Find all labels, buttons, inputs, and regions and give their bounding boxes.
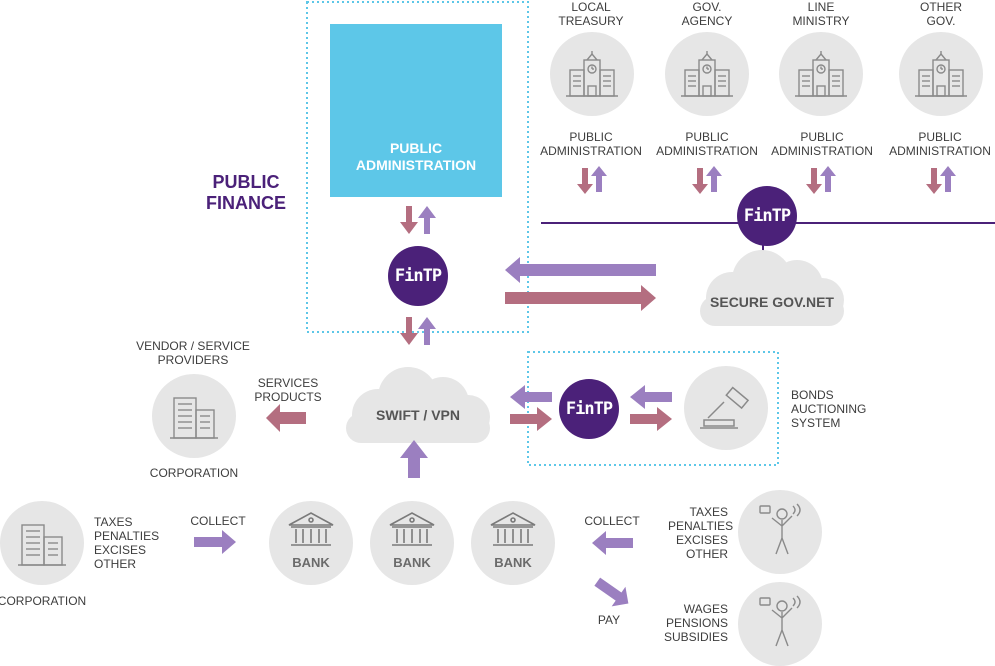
gov-circles [550, 32, 983, 116]
collect-right-label: COLLECT [584, 514, 640, 528]
bonds-boundary [527, 351, 779, 466]
swift-vpn-label: SWIFT / VPN [376, 407, 460, 423]
fintp-logo-bonds [559, 379, 619, 439]
gov-entity-role-1: PUBLIC ADMINISTRATION [656, 130, 758, 158]
pay-label: PAY [597, 613, 621, 627]
gov-arrows [577, 166, 956, 194]
collect-left-label: COLLECT [190, 514, 246, 528]
corporation-bottom-label: CORPORATION [0, 594, 87, 608]
corporation-top-label: CORPORATION [149, 466, 239, 480]
gov-entity-name-1: GOV. AGENCY [681, 0, 733, 28]
gov-entity-role-2: PUBLIC ADMINISTRATION [771, 130, 873, 158]
fintp-logo-text-main: FinTP [394, 266, 442, 286]
corp-payments-label: TAXES PENALTIES EXCISES OTHER [94, 515, 160, 571]
public-administration-title: PUBLIC ADMINISTRATION [355, 140, 477, 173]
bank-label-2: BANK [393, 555, 431, 570]
fintp-logo-main [388, 246, 448, 306]
public-administration-boundary [306, 1, 529, 333]
swift-vpn-cloud [346, 367, 490, 443]
gov-entity-name-2: LINE MINISTRY [792, 0, 850, 28]
bonds-system-label: BONDS AUCTIONING SYSTEM [791, 388, 867, 430]
gov-entity-role-0: PUBLIC ADMINISTRATION [540, 130, 642, 158]
secure-gov-net-label: SECURE GOV.NET [710, 294, 834, 310]
fintp-logo-text-bonds: FinTP [565, 399, 613, 419]
secure-gov-cloud [700, 250, 844, 326]
gov-entity-role-3: PUBLIC ADMINISTRATION [889, 130, 991, 158]
citizen-taxes-label: TAXES PENALTIES EXCISES OTHER [668, 505, 734, 561]
public-administration-box: PUBLIC ADMINISTRATION [330, 24, 502, 197]
gov-entity-name-0: LOCAL TREASURY [558, 0, 624, 28]
fintp-logo-gov [737, 186, 797, 246]
citizen-wages-label: WAGES PENSIONS SUBSIDIES [663, 602, 728, 644]
gavel-icon [700, 386, 750, 429]
page-title: PUBLIC FINANCE [206, 172, 286, 213]
gov-entity-name-3: OTHER GOV. [920, 0, 962, 28]
vendor-providers-label: VENDOR / SERVICE PROVIDERS [136, 339, 250, 367]
services-products-label: SERVICES PRODUCTS [254, 376, 322, 404]
fintp-logo-text-gov: FinTP [743, 206, 791, 226]
bank-label-3: BANK [494, 555, 532, 570]
bank-label-1: BANK [292, 555, 330, 570]
